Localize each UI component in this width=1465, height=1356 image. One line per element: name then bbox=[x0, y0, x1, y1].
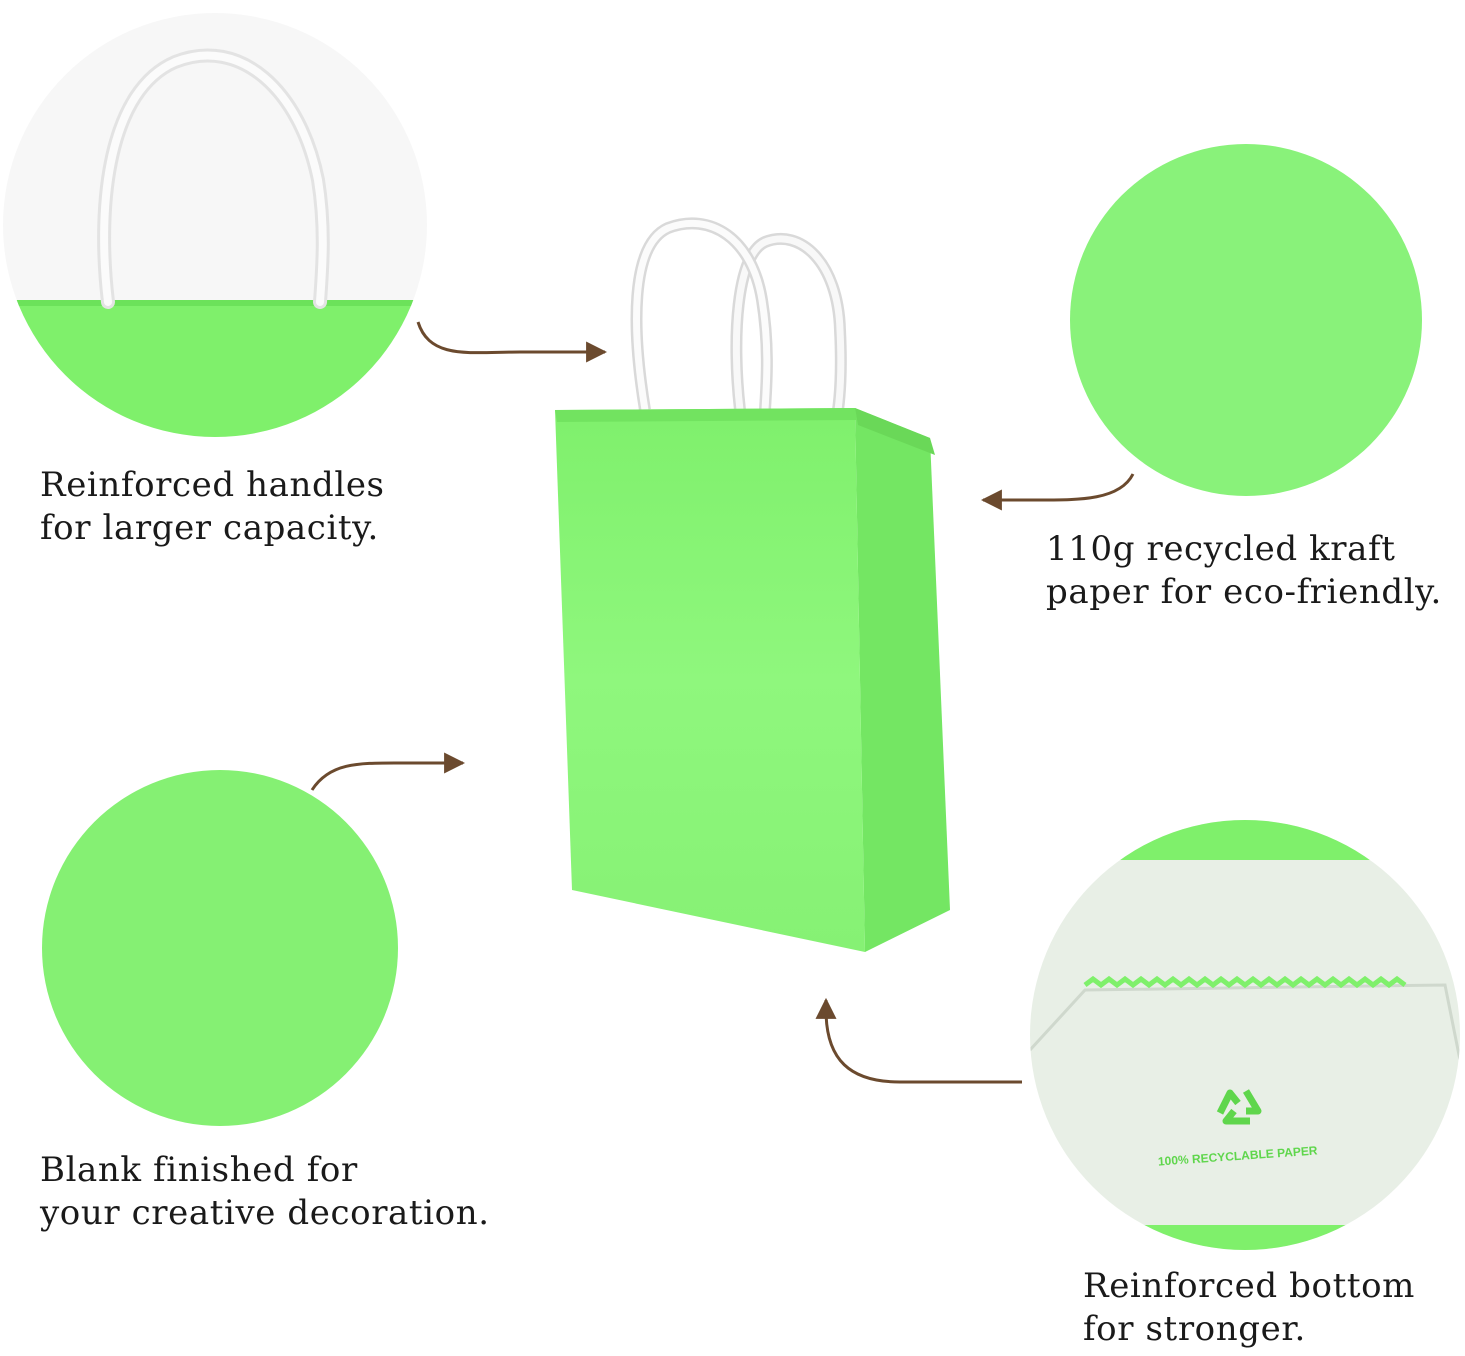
serrated-edge bbox=[1083, 975, 1407, 989]
caption-blank-line2: your creative decoration. bbox=[40, 1193, 490, 1233]
caption-bottom-line2: for stronger. bbox=[1083, 1309, 1306, 1349]
caption-blank: Blank finished for your creative decorat… bbox=[40, 1149, 490, 1235]
paper-bag bbox=[555, 217, 950, 952]
caption-handles: Reinforced handles for larger capacity. bbox=[40, 464, 385, 550]
caption-kraft: 110g recycled kraft paper for eco-friend… bbox=[1046, 528, 1442, 614]
arrow-bottom bbox=[815, 997, 1022, 1084]
arrow-kraft bbox=[980, 473, 1135, 511]
arrow-blank bbox=[310, 752, 466, 791]
kraft-paper-detail-circle bbox=[1070, 144, 1422, 496]
caption-bottom: Reinforced bottom for stronger. bbox=[1083, 1265, 1415, 1351]
caption-handles-line1: Reinforced handles bbox=[40, 465, 385, 505]
arrow-handles bbox=[416, 321, 608, 363]
caption-kraft-line1: 110g recycled kraft bbox=[1046, 529, 1396, 569]
blank-finish-detail-circle bbox=[42, 770, 398, 1126]
caption-handles-line2: for larger capacity. bbox=[40, 508, 379, 548]
bottom-detail-circle: 100% RECYCLABLE PAPER bbox=[1030, 820, 1460, 1250]
caption-kraft-line2: paper for eco-friendly. bbox=[1046, 572, 1442, 612]
caption-bottom-line1: Reinforced bottom bbox=[1083, 1266, 1416, 1306]
handles-detail-circle bbox=[3, 13, 427, 437]
recycle-icon bbox=[1216, 1089, 1262, 1125]
caption-blank-line1: Blank finished for bbox=[40, 1150, 358, 1190]
